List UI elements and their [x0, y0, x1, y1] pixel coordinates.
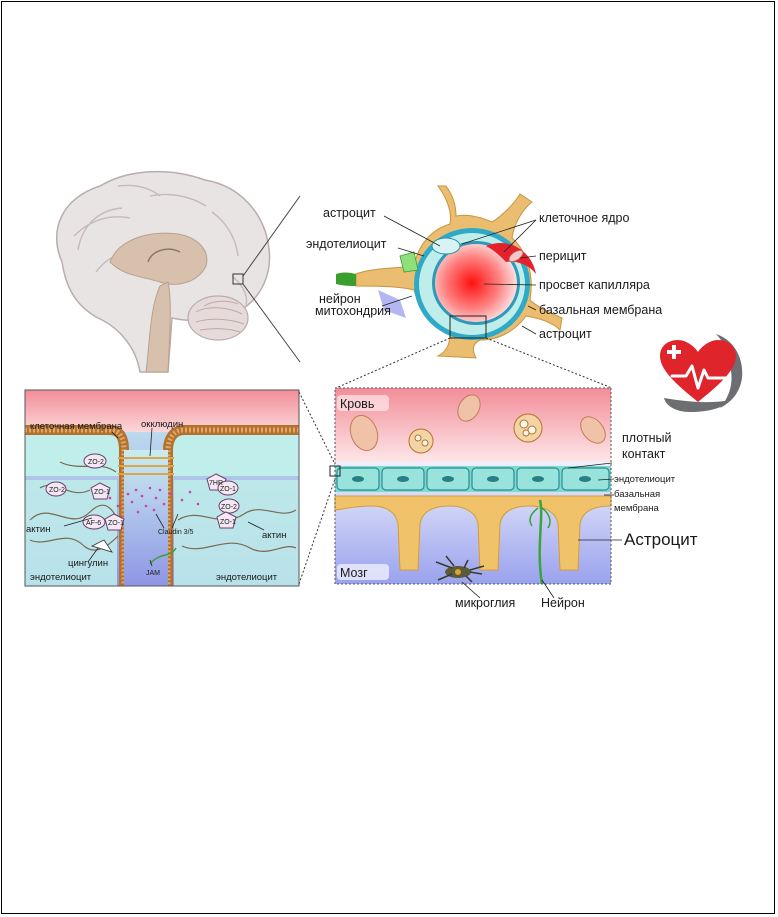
brain-zoom-box	[232, 273, 244, 285]
label-endotheliocyte: эндотелиоцит	[306, 237, 387, 251]
label-jam: JAM	[146, 570, 160, 577]
label-astrocyte-bottom: астроцит	[539, 327, 592, 341]
label-actin-left: актин	[26, 524, 50, 535]
heart-logo-icon	[660, 334, 743, 412]
label-blood: Кровь	[340, 397, 374, 411]
label-7hr: 7HR	[209, 480, 223, 487]
tight-junction-panel	[24, 389, 300, 587]
label-endo-left: эндотелиоцит	[30, 572, 92, 583]
capillary-section	[335, 185, 613, 389]
label-basal-2: мембрана	[614, 503, 659, 514]
capillary-zoom-box	[449, 315, 487, 339]
label-microglia: микроглия	[455, 596, 515, 610]
label-astrocyte-top: астроцит	[323, 206, 376, 220]
label-zo2-c: ZO-2	[221, 504, 237, 511]
label-zo1-a: ZO-1	[94, 489, 110, 496]
label-zo2-b: ZO-2	[49, 487, 65, 494]
label-neuron-top: нейрон	[319, 292, 361, 306]
label-cell-membrane: клеточная мембрана	[30, 421, 123, 432]
label-endotheliocyte-bbb: эндотелиоцит	[614, 474, 676, 485]
label-astrocyte-bbb: Астроцит	[624, 530, 698, 549]
label-occludin: окклюдин	[141, 419, 183, 430]
label-basal-membrane-top: базальная мембрана	[539, 303, 662, 317]
label-capillary-lumen: просвет капилляра	[539, 278, 650, 292]
label-zo1-d: ZO-1	[220, 519, 236, 526]
label-cingulin: цингулин	[68, 558, 108, 569]
barrier-panel	[329, 387, 622, 599]
label-tight-junction-2: контакт	[622, 447, 666, 461]
label-af6: AF-6	[86, 520, 101, 527]
brain-illustration	[55, 170, 301, 373]
label-tight-junction-1: плотный	[622, 431, 671, 445]
label-neuron-bbb: Нейрон	[541, 596, 585, 610]
label-brain: Мозг	[340, 566, 368, 580]
label-pericyte: перицит	[539, 249, 587, 263]
label-zo1-b: ZO-1	[220, 486, 236, 493]
label-cell-nucleus: клеточное ядро	[539, 211, 630, 225]
label-basal-1: базальная	[614, 489, 660, 500]
label-endo-right: эндотелиоцит	[216, 572, 278, 583]
label-claudin: Claudin 3/5	[158, 529, 194, 536]
label-mitochondria: митохондрия	[315, 304, 391, 318]
label-zo1-c: ZO-1	[108, 520, 124, 527]
label-actin-right: актин	[262, 530, 286, 541]
label-zo2-a: ZO-2	[88, 459, 104, 466]
